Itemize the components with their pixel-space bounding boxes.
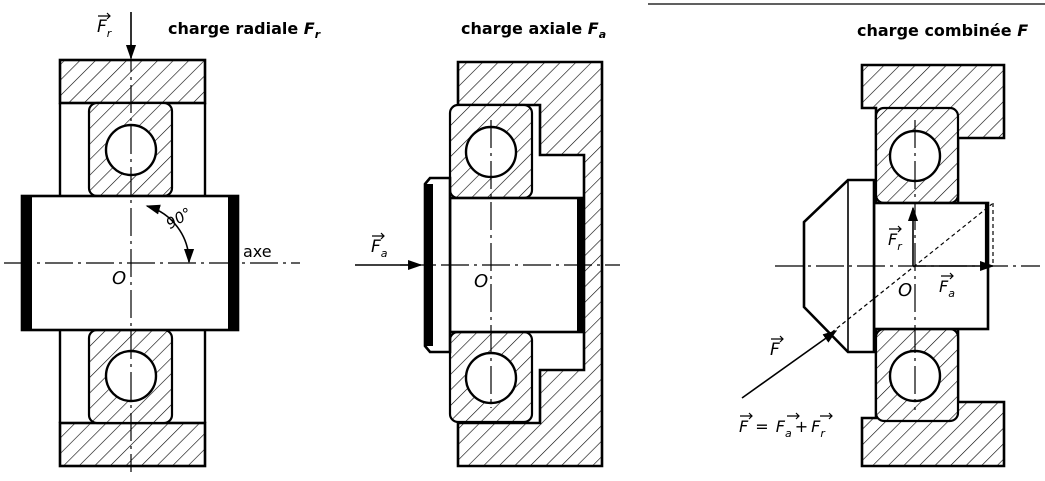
resultant-line (825, 203, 993, 338)
housing-top (58, 58, 207, 105)
title-combined: charge combinée F (857, 21, 1028, 40)
origin-label-radial: O (112, 268, 126, 289)
housing-bottom (58, 421, 207, 468)
fa-label: Fa (939, 277, 955, 300)
fr-label: Fr (888, 230, 903, 253)
origin-label-combined: O (898, 280, 912, 301)
panel-combined (741, 63, 1040, 468)
resultant-force-label: F (770, 340, 780, 360)
title-radial: charge radiale Fr (168, 19, 321, 41)
vector-overarrows (98, 12, 954, 420)
axial-force-label: Fa (371, 237, 388, 260)
resultant-force-arrow (741, 330, 838, 399)
panel-radial (4, 12, 300, 472)
axis-label: axe (243, 242, 272, 261)
vector-equation: F = Fa+Fr (739, 417, 826, 440)
origin-label-axial: O (474, 271, 488, 292)
housing (456, 60, 604, 468)
radial-force-label: Fr (97, 17, 113, 40)
right-angle-arc (145, 204, 195, 264)
panel-axial (355, 60, 620, 468)
title-axial: charge axiale Fa (461, 19, 606, 41)
